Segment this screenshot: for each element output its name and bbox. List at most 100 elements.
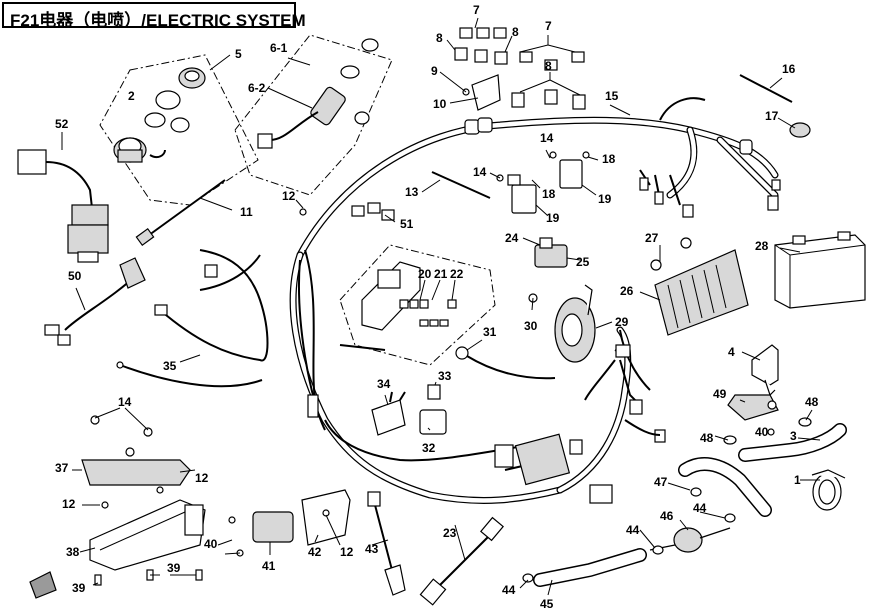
callout-24: 24 xyxy=(505,231,519,245)
callout-19b: 19 xyxy=(598,192,612,206)
part-connectors-51 xyxy=(351,202,395,221)
callout-34: 34 xyxy=(377,377,391,391)
part-ignition-switch-6 xyxy=(257,38,379,149)
callout-2: 2 xyxy=(128,89,135,103)
part-strap-13 xyxy=(431,171,491,199)
part-connector-33 xyxy=(427,384,441,400)
part-bracket-42 xyxy=(301,489,351,546)
callout-6-2: 6-2 xyxy=(248,81,266,95)
part-hose-45 xyxy=(533,548,647,587)
part-sensor-49 xyxy=(727,394,779,421)
part-hose-47 xyxy=(678,457,772,517)
callout-22: 22 xyxy=(450,267,464,281)
callout-6-1: 6-1 xyxy=(270,41,288,55)
callout-18a: 18 xyxy=(602,152,616,166)
callout-19a: 19 xyxy=(546,211,560,225)
part-clamps-44-48 xyxy=(522,417,812,583)
group-outline-fusebox xyxy=(339,244,496,366)
callout-30: 30 xyxy=(524,319,538,333)
part-harness-50 xyxy=(44,257,146,346)
part-strap-16 xyxy=(739,74,793,103)
part-nut-5 xyxy=(178,67,206,89)
main-wiring-harness xyxy=(289,97,781,504)
callout-14b: 14 xyxy=(540,131,554,145)
part-socket-2 xyxy=(113,90,190,163)
leader-lines xyxy=(61,17,821,596)
callout-52: 52 xyxy=(55,117,69,131)
callout-13: 13 xyxy=(405,185,419,199)
part-ecu-38 xyxy=(89,499,206,571)
callout-14a: 14 xyxy=(118,395,132,409)
callout-4: 4 xyxy=(728,345,735,359)
part-ground-cable-31 xyxy=(455,346,556,380)
callout-1: 1 xyxy=(794,473,801,487)
part-ecu-bracket-37 xyxy=(81,459,191,486)
callout-42: 42 xyxy=(308,545,322,559)
callout-12b: 12 xyxy=(195,471,209,485)
part-relay-19b xyxy=(549,151,590,189)
diagram-title: F21电器（电喷）/ELECTRIC SYSTEM xyxy=(10,11,306,30)
callout-3: 3 xyxy=(790,429,797,443)
callout-26: 26 xyxy=(620,284,634,298)
callout-12c: 12 xyxy=(62,497,76,511)
part-bracket-4 xyxy=(751,344,779,397)
callout-8a: 8 xyxy=(436,31,443,45)
callout-27: 27 xyxy=(645,231,659,245)
callout-25: 25 xyxy=(576,255,590,269)
callout-10: 10 xyxy=(433,97,447,111)
callout-20: 20 xyxy=(418,267,432,281)
callout-44a: 44 xyxy=(626,523,640,537)
part-coil-52 xyxy=(17,149,109,263)
callout-41: 41 xyxy=(262,559,276,573)
callout-28: 28 xyxy=(755,239,769,253)
part-cable-35 xyxy=(116,249,269,388)
callout-17: 17 xyxy=(765,109,779,123)
callout-14c: 14 xyxy=(473,165,487,179)
part-relay-19a xyxy=(496,174,537,214)
callout-48b: 48 xyxy=(700,431,714,445)
part-relay-34 xyxy=(371,391,406,436)
part-flasher-32 xyxy=(419,409,447,435)
title-box: F21电器（电喷）/ELECTRIC SYSTEM xyxy=(2,2,306,30)
part-hose-3 xyxy=(738,423,847,462)
callout-7b: 7 xyxy=(545,19,552,33)
part-sensor-41 xyxy=(252,511,294,543)
part-cable-23 xyxy=(419,516,504,606)
callout-47: 47 xyxy=(654,475,668,489)
callout-32: 32 xyxy=(422,441,436,455)
callout-31: 31 xyxy=(483,325,497,339)
callout-46: 46 xyxy=(660,509,674,523)
callout-40a: 40 xyxy=(204,537,218,551)
callout-15: 15 xyxy=(605,89,619,103)
part-relay-25 xyxy=(534,237,568,268)
callout-39a: 39 xyxy=(72,581,86,595)
callout-45: 45 xyxy=(540,597,554,611)
callout-8b: 8 xyxy=(512,25,519,39)
callout-48a: 48 xyxy=(805,395,819,409)
callout-16: 16 xyxy=(782,62,796,76)
callout-51: 51 xyxy=(400,217,414,231)
callout-35: 35 xyxy=(163,359,177,373)
part-connector-43 xyxy=(367,491,406,596)
part-relay-bracket-10 xyxy=(462,74,501,111)
callout-39b: 39 xyxy=(167,561,181,575)
callout-12a: 12 xyxy=(282,189,296,203)
callout-49: 49 xyxy=(713,387,727,401)
callout-8c: 8 xyxy=(545,59,552,73)
part-clip-17 xyxy=(789,122,811,138)
callout-37: 37 xyxy=(55,461,69,475)
part-regulator-26 xyxy=(650,237,749,336)
callout-40b: 40 xyxy=(755,425,769,439)
callout-44b: 44 xyxy=(693,501,707,515)
callout-21: 21 xyxy=(434,267,448,281)
callout-50: 50 xyxy=(68,269,82,283)
callout-labels: 1 2 3 4 5 6-1 6-2 7 7 8 8 8 9 10 11 12 1… xyxy=(55,3,819,611)
callout-18b: 18 xyxy=(542,187,556,201)
callout-44c: 44 xyxy=(502,583,516,597)
part-battery-28 xyxy=(774,231,866,309)
callout-23: 23 xyxy=(443,526,457,540)
part-sensor-11 xyxy=(135,179,226,246)
callout-7a: 7 xyxy=(473,3,480,17)
part-screws-12-14-40 xyxy=(90,208,775,557)
